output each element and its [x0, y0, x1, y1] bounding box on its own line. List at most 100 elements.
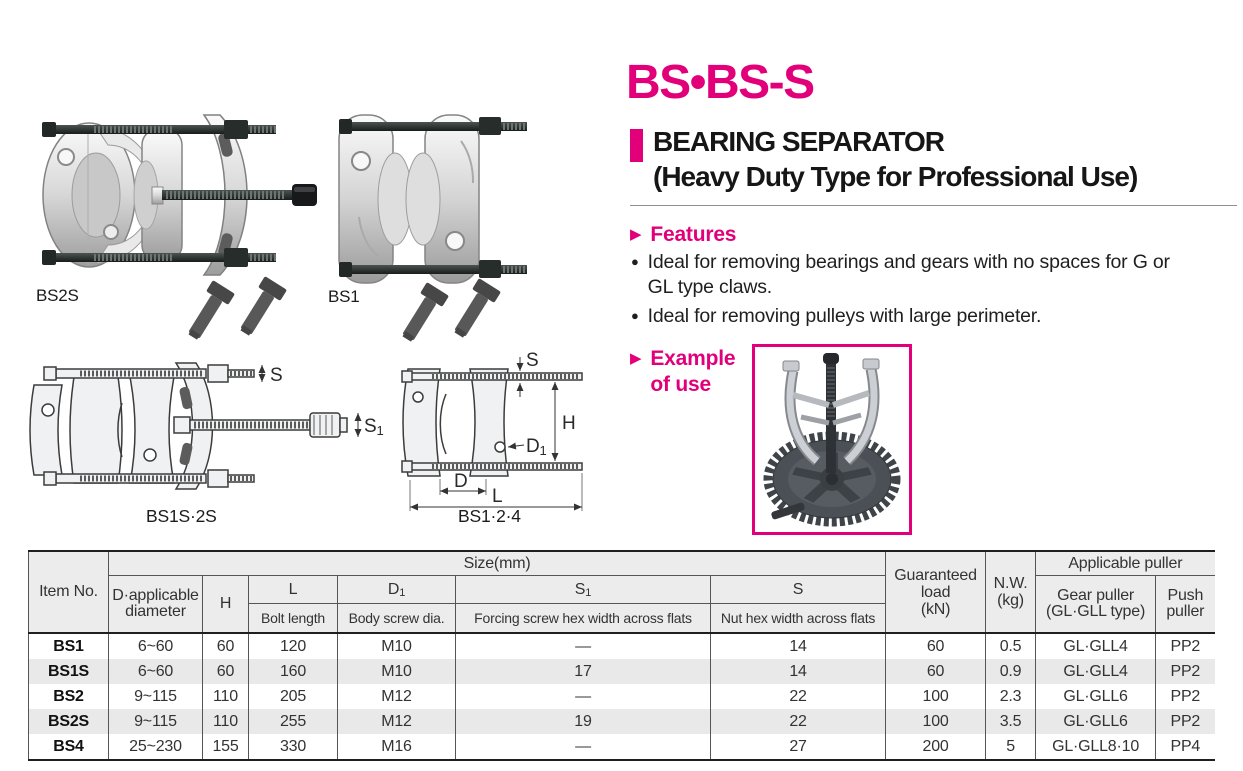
tech-drawing-bs124: S H D1 D L — [401, 350, 583, 511]
spec-cell: 14 — [709, 633, 886, 659]
spec-cell: M12 — [337, 684, 456, 709]
th-push-puller: Push puller — [1155, 575, 1215, 634]
photo-label-bs2s: BS2S — [36, 286, 79, 305]
spec-cell: GL·GLL4 — [1035, 633, 1156, 659]
th-s1-desc: Forcing screw hex width across flats — [455, 603, 711, 634]
spec-cell: 25~230 — [108, 734, 203, 760]
spec-cell: 60 — [885, 633, 986, 659]
product-photo-bs1 — [338, 114, 527, 342]
features-list: ● Ideal for removing bearings and gears … — [631, 250, 1191, 333]
spec-table-container: Item No. Size(mm) Guaranteed load (kN) N… — [28, 550, 1215, 761]
spec-cell: 100 — [885, 684, 986, 709]
spec-cell: 22 — [709, 684, 886, 709]
drawing-label-bs124: BS1·2·4 — [458, 506, 521, 526]
spec-cell: M10 — [337, 633, 456, 659]
feature-item: ● Ideal for removing bearings and gears … — [631, 251, 1170, 298]
th-l: L — [248, 575, 338, 604]
spec-cell: M16 — [337, 734, 456, 760]
divider — [630, 205, 1237, 206]
spec-cell: 200 — [885, 734, 986, 760]
spec-cell: 60 — [202, 633, 249, 659]
spec-cell: M12 — [337, 709, 456, 734]
product-subheading: (Heavy Duty Type for Professional Use) — [653, 161, 1138, 192]
features-heading: ▶ Features — [630, 223, 737, 246]
dim-label-s1: S1 — [364, 416, 384, 438]
spec-cell: 60 — [885, 659, 986, 684]
spec-cell: 60 — [202, 659, 249, 684]
spec-cell-item: BS1S — [28, 659, 109, 684]
th-gear-puller: Gear puller (GL·GLL type) — [1035, 575, 1156, 634]
drawing-label-bs1s2s: BS1S·2S — [146, 506, 217, 526]
spec-cell: 0.9 — [985, 659, 1036, 684]
dim-label-d: D — [454, 471, 468, 492]
spec-cell: 160 — [248, 659, 338, 684]
spec-cell: — — [455, 684, 711, 709]
dim-label-l: L — [492, 486, 502, 507]
th-size-group: Size(mm) — [107, 551, 886, 576]
th-s: S — [709, 575, 886, 604]
feature-item: ● Ideal for removing pulleys with large … — [631, 305, 1042, 327]
example-illustration — [763, 353, 901, 527]
spec-cell: PP4 — [1155, 734, 1215, 760]
spec-cell: 14 — [709, 659, 886, 684]
spec-cell: 22 — [709, 709, 886, 734]
th-guaranteed-load: Guaranteed load (kN) — [885, 551, 986, 634]
spec-cell: 5 — [985, 734, 1036, 760]
th-d1: D1 — [337, 575, 456, 604]
bolt-icon — [188, 280, 235, 340]
spec-cell: PP2 — [1155, 684, 1215, 709]
spec-cell: GL·GLL4 — [1035, 659, 1156, 684]
th-s-desc: Nut hex width across flats — [709, 603, 886, 634]
spec-cell: 3.5 — [985, 709, 1036, 734]
spec-row-bs1: BS1 6~60 60 120 M10 — 14 60 0.5 GL·GLL4 … — [28, 633, 1215, 659]
spec-cell-item: BS4 — [28, 734, 109, 760]
spec-row-bs2s: BS2S 9~115 110 255 M12 19 22 100 3.5 GL·… — [28, 709, 1215, 734]
photo-label-bs1: BS1 — [328, 287, 360, 306]
th-nw: N.W. (kg) — [985, 551, 1036, 634]
th-s1: S1 — [455, 575, 711, 604]
th-item-no: Item No. — [28, 551, 109, 634]
tech-drawing-bs1s2s: S S1 — [29, 362, 384, 490]
spec-cell: PP2 — [1155, 659, 1215, 684]
spec-cell: 9~115 — [108, 684, 203, 709]
dim-label-s: S — [526, 350, 538, 371]
spec-cell: 110 — [202, 709, 249, 734]
bullet-icon: ● — [631, 254, 639, 269]
bolt-icon — [240, 276, 287, 336]
example-image-frame — [752, 344, 912, 535]
heading-marker — [630, 129, 643, 162]
spec-cell: 6~60 — [108, 633, 203, 659]
spec-cell-item: BS1 — [28, 633, 109, 659]
product-heading-row: BEARING SEPARATOR — [630, 126, 945, 162]
spec-cell: 110 — [202, 684, 249, 709]
th-l-sub: Bolt length — [248, 603, 338, 634]
spec-cell: GL·GLL6 — [1035, 709, 1156, 734]
dim-label-s: S — [270, 365, 282, 386]
spec-cell: M10 — [337, 659, 456, 684]
spec-cell: 9~115 — [108, 709, 203, 734]
example-heading: ▶ Example of use — [630, 347, 736, 396]
spec-cell: 255 — [248, 709, 338, 734]
arrow-right-icon: ▶ — [630, 350, 642, 367]
spec-cell: 2.3 — [985, 684, 1036, 709]
spec-row-bs4: BS4 25~230 155 330 M16 — 27 200 5 GL·GLL… — [28, 734, 1215, 760]
th-d1-desc: Body screw dia. — [337, 603, 456, 634]
model-title: BS•BS-S — [626, 56, 815, 109]
spec-cell: PP2 — [1155, 709, 1215, 734]
spec-cell: 100 — [885, 709, 986, 734]
spec-cell: 6~60 — [108, 659, 203, 684]
th-applicable-puller: Applicable puller — [1035, 551, 1215, 576]
spec-cell: GL·GLL6 — [1035, 684, 1156, 709]
spec-row-bs2: BS2 9~115 110 205 M12 — 22 100 2.3 GL·GL… — [28, 684, 1215, 709]
bolt-icon — [454, 278, 501, 338]
spec-cell: 27 — [709, 734, 886, 760]
dim-label-h: H — [562, 413, 576, 434]
spec-cell: 17 — [455, 659, 711, 684]
spec-table: Item No. Size(mm) Guaranteed load (kN) N… — [28, 550, 1215, 761]
product-heading: BEARING SEPARATOR — [653, 126, 945, 157]
th-h: H — [202, 575, 249, 634]
spec-cell: 330 — [248, 734, 338, 760]
th-d-diameter: D·applicable diameter — [108, 575, 203, 634]
spec-cell: 0.5 — [985, 633, 1036, 659]
